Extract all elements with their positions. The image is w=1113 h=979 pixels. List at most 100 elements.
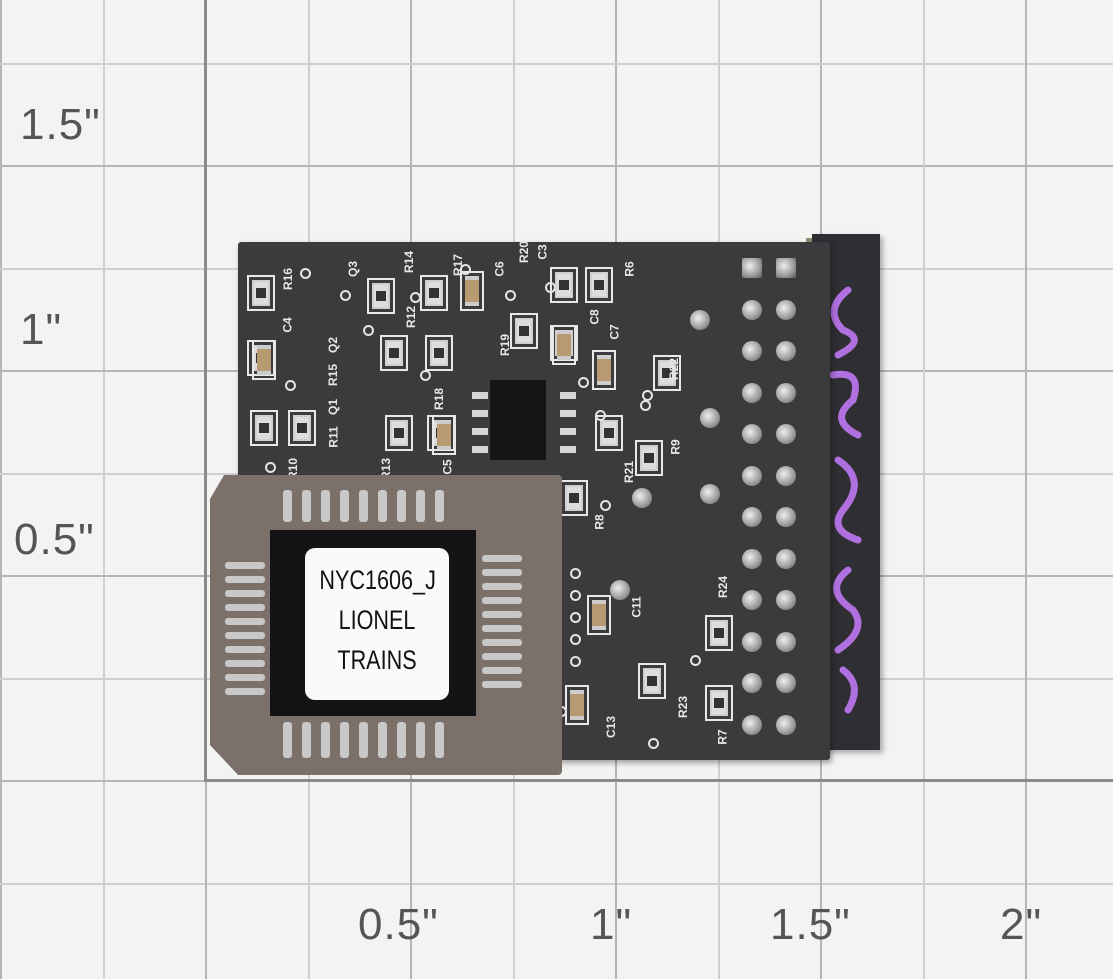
silkscreen-label: C7: [607, 324, 622, 340]
chip-label-line1: NYC1606_J: [319, 565, 436, 595]
silkscreen-label: R12: [404, 305, 419, 329]
socket-contact: [225, 632, 265, 639]
y-axis-line: [204, 0, 207, 780]
socket-contact: [482, 555, 522, 562]
silkscreen-label: R20: [517, 240, 532, 264]
socket-contact: [359, 722, 368, 758]
via: [642, 390, 653, 401]
silkscreen-label: Q2: [326, 336, 341, 354]
header-pin: [776, 258, 796, 278]
header-pin: [776, 382, 796, 403]
via: [545, 282, 556, 293]
header-pin: [742, 341, 762, 361]
via: [363, 325, 374, 336]
via: [690, 655, 701, 666]
capacitor: [460, 271, 484, 311]
via-pad: [690, 310, 710, 330]
grid-line-vertical: [0, 0, 2, 979]
capacitor: [552, 325, 576, 365]
socket-contact: [482, 653, 522, 660]
resistor: [595, 415, 623, 451]
silkscreen-label: R18: [432, 387, 447, 411]
capacitor: [587, 595, 611, 635]
header-pin: [776, 631, 796, 652]
socket-contact: [378, 722, 387, 758]
socket-contact: [435, 490, 444, 522]
capacitor: [432, 415, 456, 455]
via: [600, 500, 611, 511]
resistor: [420, 275, 448, 311]
grid-line-vertical: [922, 0, 925, 979]
header-pin: [776, 424, 796, 444]
x-label-2: 2": [1000, 900, 1043, 949]
header-pin: [776, 548, 796, 569]
y-label-1-5: 1.5": [20, 100, 101, 149]
socket-contact: [225, 604, 265, 611]
via: [460, 264, 471, 275]
via: [300, 268, 311, 279]
ic-leg: [472, 410, 488, 417]
capacitor: [592, 350, 616, 390]
resistor: [510, 313, 538, 349]
header-pin: [776, 299, 796, 320]
y-label-1: 1": [20, 305, 63, 354]
header-pin: [742, 507, 762, 527]
socket-contact: [302, 722, 311, 758]
ic-leg: [560, 392, 576, 399]
header-pin: [776, 714, 796, 735]
silkscreen-label: R19: [498, 333, 513, 357]
via: [570, 590, 581, 601]
grid-line-horizontal: [0, 165, 1113, 167]
header-pin: [742, 673, 762, 693]
via: [648, 738, 659, 749]
resistor: [385, 415, 413, 451]
via: [595, 410, 606, 421]
resistor: [560, 480, 588, 516]
socket-contact: [435, 722, 444, 758]
chip-label-line2: LIONEL: [338, 605, 416, 635]
resistor: [653, 355, 681, 391]
silkscreen-label: R16: [281, 267, 296, 291]
socket-contact: [482, 583, 522, 590]
grid-line-horizontal: [0, 882, 1113, 885]
silkscreen-label: C6: [492, 261, 507, 277]
socket-contact: [340, 722, 349, 758]
header-pin: [742, 714, 762, 735]
ic-leg: [472, 446, 488, 453]
socket-contact: [225, 646, 265, 653]
chip-label-line3: TRAINS: [337, 645, 417, 675]
socket-contact: [482, 667, 522, 674]
via: [570, 634, 581, 645]
resistor: [247, 275, 275, 311]
via: [570, 656, 581, 667]
socket-contact: [482, 597, 522, 604]
silkscreen-label: R8: [592, 514, 607, 530]
header-pin: [776, 590, 796, 610]
via-pad: [700, 408, 720, 428]
socket-contact: [397, 722, 406, 758]
resistor: [705, 685, 733, 721]
via: [640, 400, 651, 411]
header-pin: [742, 299, 762, 320]
capacitor: [565, 685, 589, 725]
via-pad: [610, 580, 630, 600]
socket-contact: [482, 569, 522, 576]
socket-contact: [482, 625, 522, 632]
header-pin: [742, 382, 762, 403]
socket-contact: [283, 490, 292, 522]
header-pin: [776, 341, 796, 361]
soic-ic: [490, 380, 546, 460]
silkscreen-label: R6: [622, 261, 637, 277]
socket-contact: [416, 490, 425, 522]
socket-contact: [225, 660, 265, 667]
socket-contact: [416, 722, 425, 758]
resistor: [425, 335, 453, 371]
socket-contact: [225, 590, 265, 597]
y-label-0-5: 0.5": [14, 515, 95, 564]
silkscreen-label: C11: [629, 596, 644, 618]
socket-contact: [482, 611, 522, 618]
resistor: [705, 615, 733, 651]
silkscreen-label: C3: [535, 244, 550, 260]
silkscreen-label: R17: [451, 253, 466, 277]
